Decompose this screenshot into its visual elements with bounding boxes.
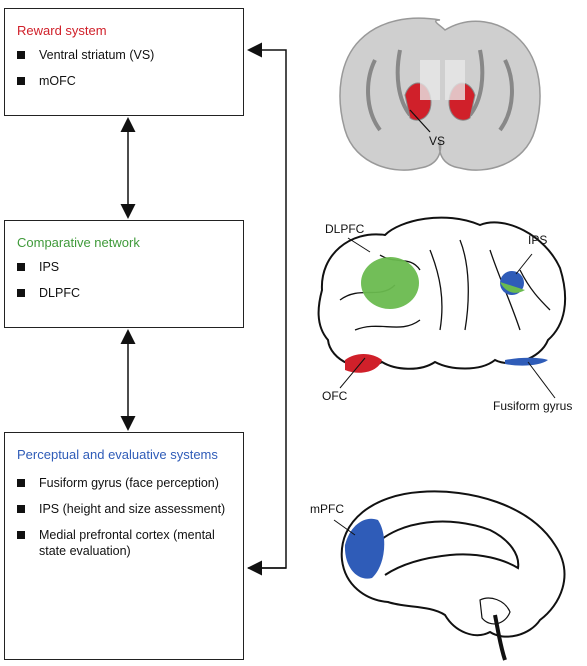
label-ofc: OFC bbox=[322, 389, 348, 403]
comparative-network-box: Comparative network IPS DLPFC bbox=[4, 220, 244, 328]
comparative-item-dlpfc: DLPFC bbox=[17, 285, 80, 301]
perceptual-item-ips: IPS (height and size assessment) bbox=[17, 501, 229, 517]
perceptual-evaluative-title: Perceptual and evaluative systems bbox=[17, 447, 218, 462]
perceptual-evaluative-box: Perceptual and evaluative systems Fusifo… bbox=[4, 432, 244, 660]
comparative-item-ips: IPS bbox=[17, 259, 80, 275]
label-dlpfc: DLPFC bbox=[325, 222, 365, 236]
reward-system-title: Reward system bbox=[17, 23, 107, 38]
reward-item-mofc: mOFC bbox=[17, 73, 154, 89]
reward-system-box: Reward system Ventral striatum (VS) mOFC bbox=[4, 8, 244, 116]
perceptual-item-mpfc: Medial prefrontal cortex (mental state e… bbox=[17, 527, 229, 559]
medial-brain-icon bbox=[333, 490, 566, 661]
label-mpfc: mPFC bbox=[310, 502, 344, 516]
perceptual-item-fusiform: Fusiform gyrus (face perception) bbox=[17, 475, 229, 491]
label-ips: IPS bbox=[528, 233, 548, 247]
reward-item-vs: Ventral striatum (VS) bbox=[17, 47, 154, 63]
label-vs: VS bbox=[429, 134, 446, 148]
label-fusiform: Fusiform gyrus bbox=[493, 399, 573, 413]
coronal-brain-icon bbox=[339, 17, 541, 171]
comparative-network-title: Comparative network bbox=[17, 235, 140, 250]
arrow-perceptual-to-reward bbox=[247, 42, 287, 569]
lateral-brain-icon bbox=[317, 216, 567, 399]
